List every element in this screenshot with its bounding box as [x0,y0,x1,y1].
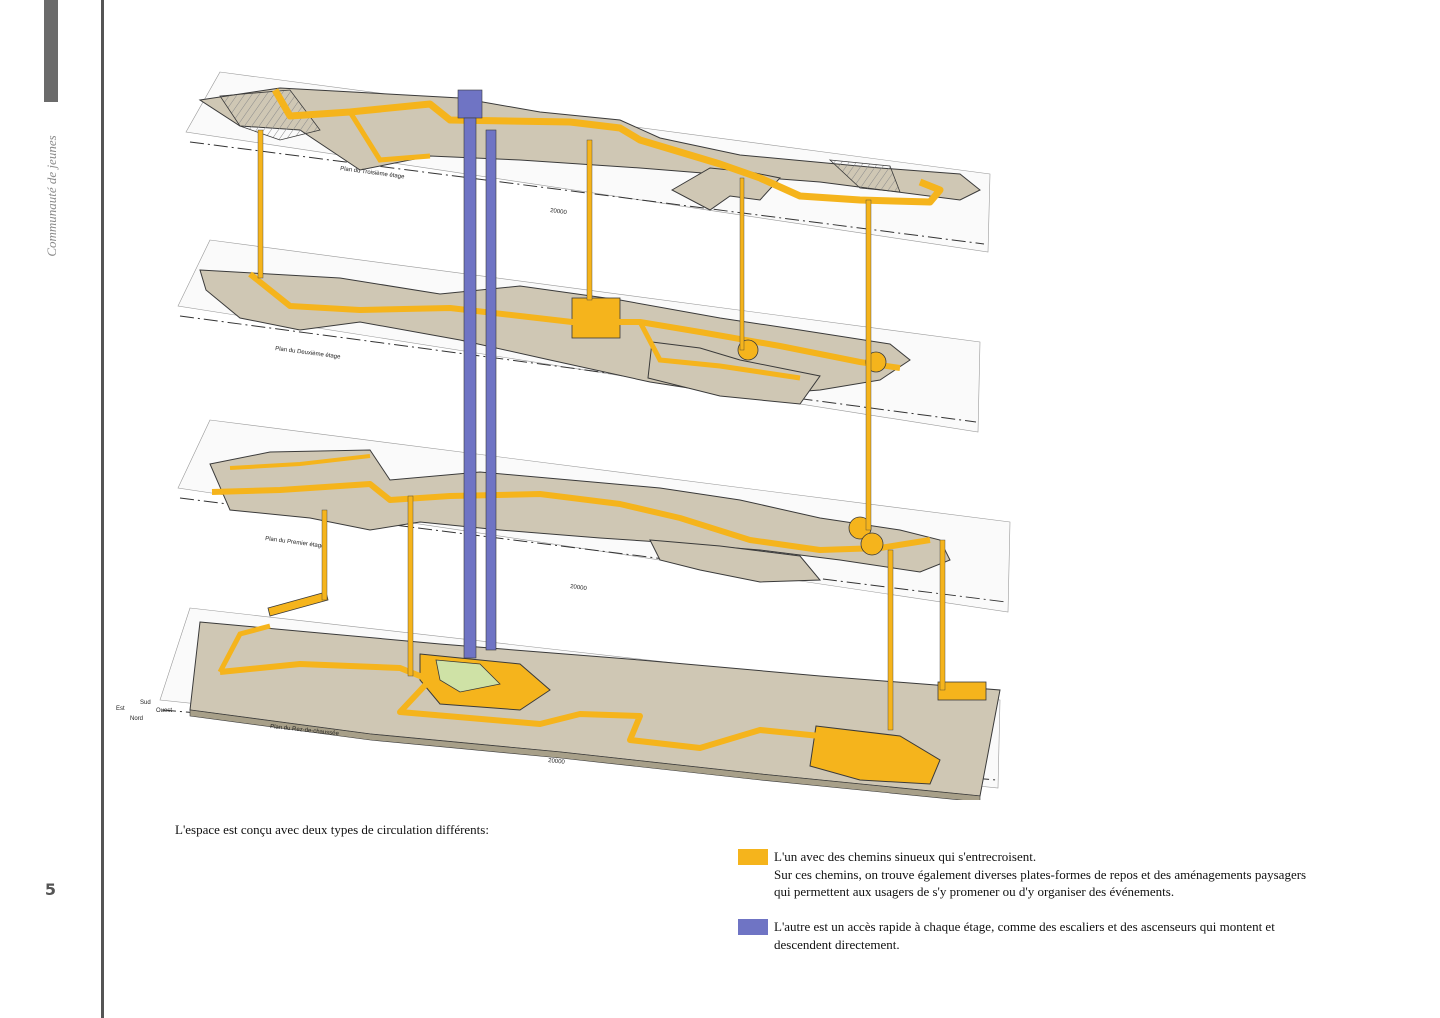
floor-first-path-branch [229,454,371,470]
connector-f3-f2-left [257,129,264,279]
connector-f3-f1-right [865,199,872,531]
floor-ground-slab-edge [189,709,981,800]
legend-sinuous-swatch [738,849,768,865]
floor-second-dimension-line [179,315,977,423]
connector-f3-f2-right-a [739,177,745,351]
legend-sinuous-line-3: qui permettent aux usagers de s'y promen… [774,884,1175,899]
connector-f3-f2-center [586,139,593,301]
elevator-shaft-left [463,117,477,659]
floor-third-dimension: 20000 [550,208,568,216]
floor-third-label: Plan du Troisième étage [340,166,406,180]
floor-second-label: Plan du Deuxième étage [275,346,342,361]
compass-west: Ouest [156,708,172,714]
legend-direct-access: L'autre est un accès rapide à chaque éta… [738,918,1378,953]
floor-first-spiral-stair-b [860,532,884,556]
floor-ground-green-roof [435,659,501,693]
connector-f1-ground-right [887,549,894,731]
floor-ground-stair-top [937,681,987,701]
connector-f1-ground-far-right [939,539,946,691]
legend-direct-text: L'autre est un accès rapide à chaque éta… [774,918,1378,953]
floor-ground-dimension: 20000 [548,758,566,766]
floor-second-grand-stair [571,297,621,339]
legend-direct-line-1: L'autre est un accès rapide à chaque éta… [774,919,1275,934]
legend-direct-line-2: descendent directement. [774,936,900,952]
legend-sinuous-line-2: Sur ces chemins, on trouve également div… [774,866,1307,882]
floor-third-dimension-line [189,141,985,245]
connector-f1-ground-mid [407,495,414,677]
sidebar-divider [101,0,104,1018]
legend-direct-swatch [738,919,768,935]
compass-east: Est [116,706,125,712]
floor-second-wing [647,341,821,405]
floor-first-label: Plan du Premier étage [265,536,326,550]
floor-third-path-branch [347,110,431,163]
sidebar-accent-bar [44,0,58,102]
floor-first-dimension: 20000 [570,584,588,592]
floor-second-path-branch [637,320,801,381]
floor-ground: Plan du Rez-de-chaussée 20000 Sud Est Ou… [116,591,1001,800]
floor-second-sinuous-path [248,271,901,371]
floor-third-sinuous-path [271,88,944,206]
compass-south: Sud [140,700,151,706]
vertical-direct-access-cores [457,89,497,659]
floor-third-stairs [828,159,901,193]
elevator-core-cap [457,89,483,119]
circulation-axonometric-diagram: Plan du Troisième étage 20000 Plan du De… [116,71,1011,800]
page-number: 5 [44,880,56,899]
floor-first-wing [649,539,822,583]
legend-sinuous-line-1: L'un avec des chemins sinueux qui s'entr… [774,849,1037,864]
floor-first-sinuous-path [211,481,931,553]
intro-text: L'espace est conçu avec deux types de ci… [175,822,489,837]
floor-second: Plan du Deuxième étage [177,239,981,433]
floor-first: Plan du Premier étage 20000 [177,419,1011,613]
document-side-title: Communauté de jeunes [44,135,59,257]
vertical-path-connectors [257,129,946,731]
floor-ground-path-branch [217,623,271,674]
compass-north: Nord [130,716,143,722]
legend-sinuous-text: L'un avec des chemins sinueux qui s'entr… [774,848,1378,901]
floor-ground-sinuous-path [219,661,861,751]
connector-f1-ground-left [321,509,328,601]
elevator-shaft-right [485,129,497,651]
floor-ground-bridge [267,591,329,617]
legend-sinuous-paths: L'un avec des chemins sinueux qui s'entr… [738,848,1378,901]
